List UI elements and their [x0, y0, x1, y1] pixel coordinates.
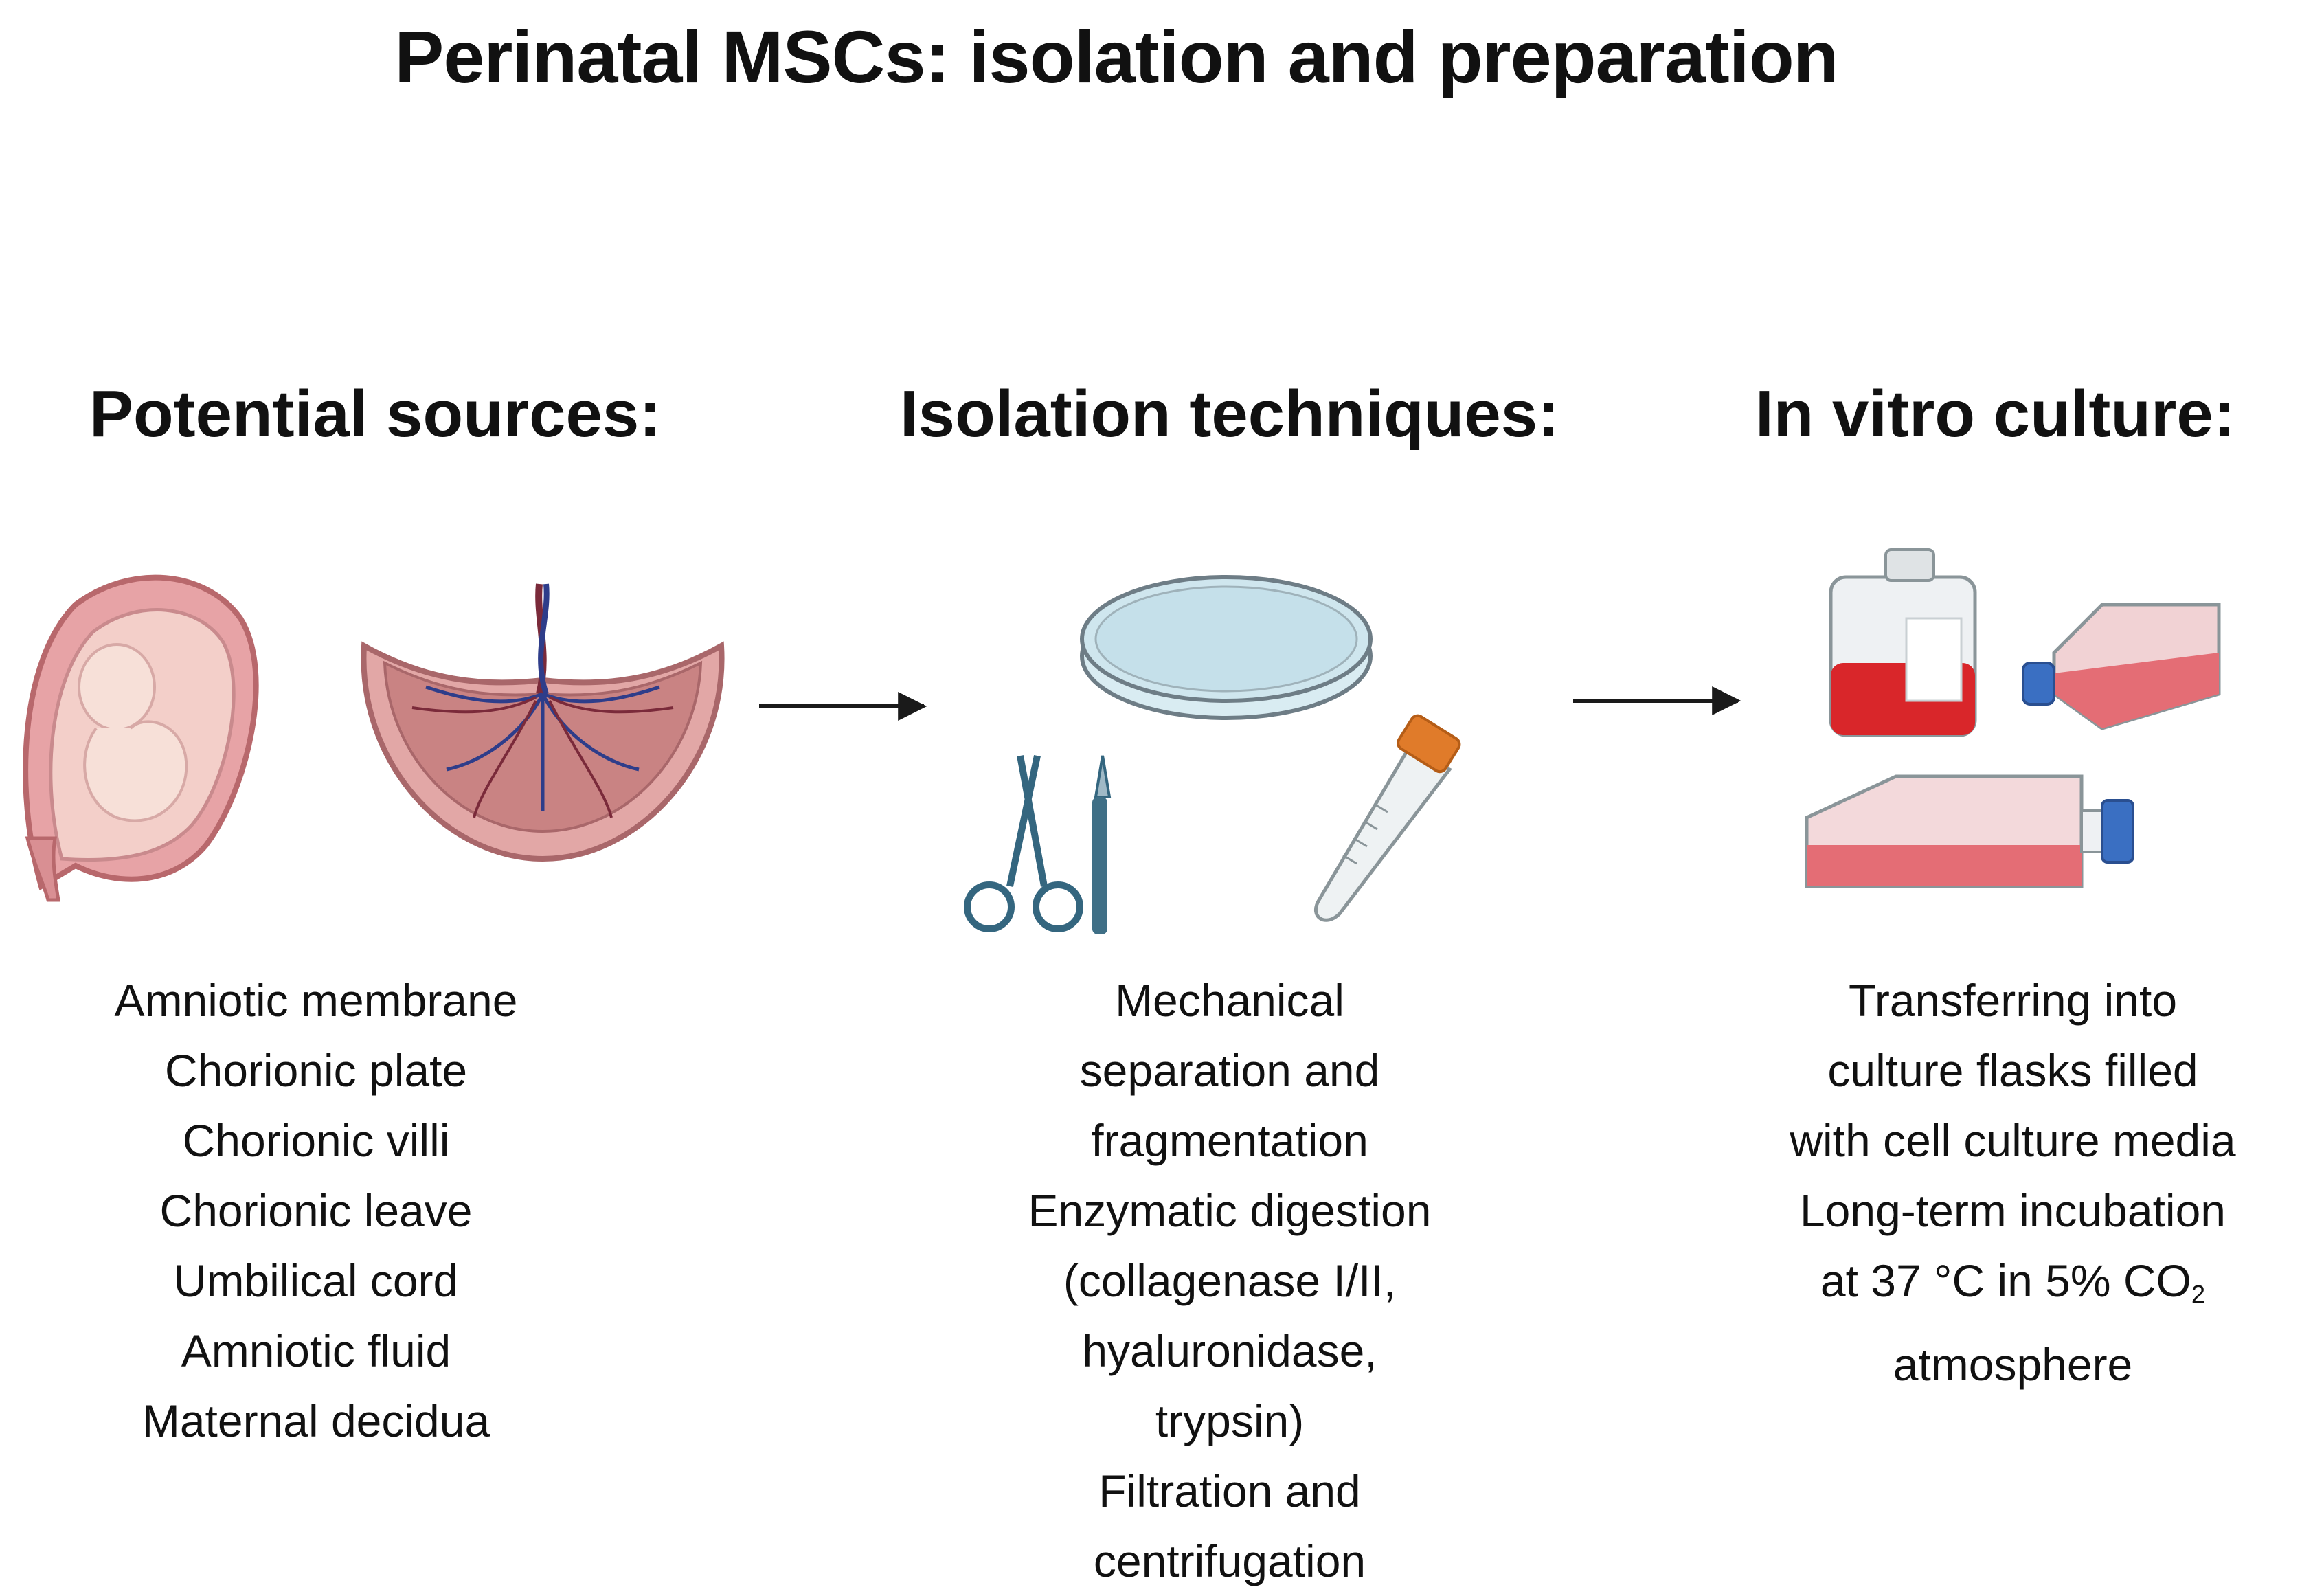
list-item: centrifugation: [1093, 1536, 1366, 1586]
list-item: (collagenase I/II,: [1063, 1255, 1397, 1306]
petri-dish-icon: [1080, 575, 1373, 720]
culture-list: Transferring into culture flasks filled …: [1738, 965, 2288, 1400]
list-item: Enzymatic digestion: [1028, 1185, 1432, 1236]
culture-flask-icon: [2022, 603, 2221, 730]
list-item: with cell culture media: [1790, 1115, 2236, 1166]
list-item: Filtration and: [1098, 1465, 1361, 1516]
heading-culture: In vitro culture:: [1755, 377, 2235, 451]
scalpel-icon: [1092, 755, 1112, 934]
list-item-co2: at 37 °C in 5% CO2: [1738, 1246, 2288, 1329]
list-item: culture flasks filled: [1827, 1045, 2198, 1096]
diagram-title: Perinatal MSCs: isolation and preparatio…: [394, 15, 1838, 98]
list-item: Amniotic membrane: [114, 975, 518, 1026]
co2-subscript: 2: [2191, 1280, 2206, 1309]
list-item: fragmentation: [1091, 1115, 1368, 1166]
list-item: separation and: [1079, 1045, 1380, 1096]
pregnant-uterus-icon: [23, 574, 259, 902]
isolation-list: Mechanical separation and fragmentation …: [955, 965, 1504, 1596]
list-item: Maternal decidua: [142, 1395, 490, 1446]
list-item: Mechanical: [1115, 975, 1344, 1026]
list-item: Chorionic leave: [159, 1185, 473, 1236]
placenta-icon: [361, 583, 725, 862]
scissors-icon: [964, 754, 1083, 932]
centrifuge-tube-icon: [1313, 714, 1461, 922]
list-item: Chorionic plate: [164, 1045, 468, 1096]
list-item: Amniotic fluid: [181, 1325, 451, 1376]
list-item: hyaluronidase,: [1082, 1325, 1377, 1376]
heading-isolation: Isolation techniques:: [900, 377, 1560, 451]
list-item: Chorionic villi: [182, 1115, 450, 1166]
heading-sources: Potential sources:: [89, 377, 662, 451]
culture-bottle-icon: [1829, 548, 1977, 737]
sources-list: Amniotic membrane Chorionic plate Chorio…: [41, 965, 591, 1456]
list-item: Umbilical cord: [173, 1255, 459, 1306]
co2-line-text: at 37 °C in 5% CO: [1820, 1255, 2191, 1306]
list-item: Transferring into: [1848, 975, 2178, 1026]
list-item: trypsin): [1155, 1395, 1305, 1446]
list-item: Long-term incubation: [1799, 1185, 2226, 1236]
list-item: atmosphere: [1893, 1339, 2133, 1391]
culture-flask-icon: [1805, 774, 2134, 888]
